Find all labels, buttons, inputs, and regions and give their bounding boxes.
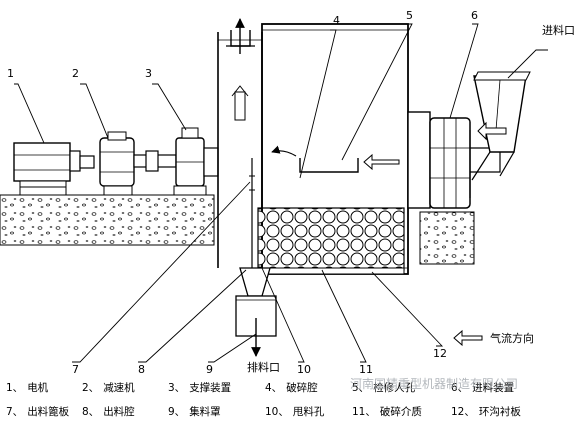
foundation-right — [419, 211, 475, 265]
feed-chute — [471, 71, 531, 181]
callout-labels: 1 2 3 4 5 6 7 8 9 10 11 12 — [7, 9, 478, 376]
legend-item-1: 1、电机 — [6, 381, 49, 394]
legend-item-7: 7、出料篦板 — [6, 405, 70, 418]
legend-item-6: 6、进料装置 — [451, 381, 514, 394]
foundation-left — [0, 194, 215, 246]
inlet-label: 进料口 — [542, 23, 575, 37]
callout-6: 6 — [471, 9, 478, 22]
drive-shaft — [133, 150, 177, 172]
support-bearing-left — [173, 127, 219, 196]
coupling — [79, 155, 95, 169]
discharge-hopper — [235, 267, 277, 357]
callout-10: 10 — [297, 363, 311, 376]
feed-airflow-arrow — [477, 121, 507, 141]
callout-7: 7 — [72, 363, 79, 376]
callout-9: 9 — [206, 363, 213, 376]
discharge-column — [217, 18, 263, 268]
legend-item-11: 11、破碎介质 — [352, 405, 422, 418]
airflow-legend-label: 气流方向 — [490, 331, 534, 345]
ring-groove-liner — [257, 267, 405, 275]
outlet-label: 排料口 — [247, 360, 280, 374]
leader-lines — [14, 23, 548, 363]
watermark: 河南国精重型机器制造有限公司 — [350, 376, 518, 391]
feed-device — [407, 111, 501, 209]
callout-3: 3 — [145, 67, 152, 80]
grinding-media — [257, 207, 405, 271]
motor — [13, 142, 81, 196]
callout-11: 11 — [359, 363, 373, 376]
legend-item-2: 2、减速机 — [82, 381, 135, 394]
maintenance-manhole — [299, 158, 359, 173]
callout-5: 5 — [406, 9, 413, 22]
airflow-arrows — [271, 145, 400, 171]
callout-1: 1 — [7, 67, 14, 80]
legend-item-9: 9、集料罩 — [168, 405, 221, 418]
callout-4: 4 — [333, 14, 340, 27]
callout-8: 8 — [138, 363, 145, 376]
callout-2: 2 — [72, 67, 79, 80]
legend-item-5: 5、检修人孔 — [352, 381, 416, 394]
parts-legend: 1、电机 2、减速机 3、支撑装置 4、破碎腔 5、检修人孔 6、进料装置 7、… — [6, 381, 521, 418]
legend-item-12: 12、环沟衬板 — [451, 405, 521, 418]
legend-item-3: 3、支撑装置 — [168, 381, 231, 394]
airflow-legend: 气流方向 — [453, 329, 534, 347]
reducer — [99, 131, 135, 196]
legend-item-10: 10、甩料孔 — [265, 405, 325, 418]
legend-item-8: 8、出料腔 — [82, 405, 135, 418]
legend-item-4: 4、破碎腔 — [265, 381, 318, 394]
callout-12: 12 — [433, 347, 447, 360]
